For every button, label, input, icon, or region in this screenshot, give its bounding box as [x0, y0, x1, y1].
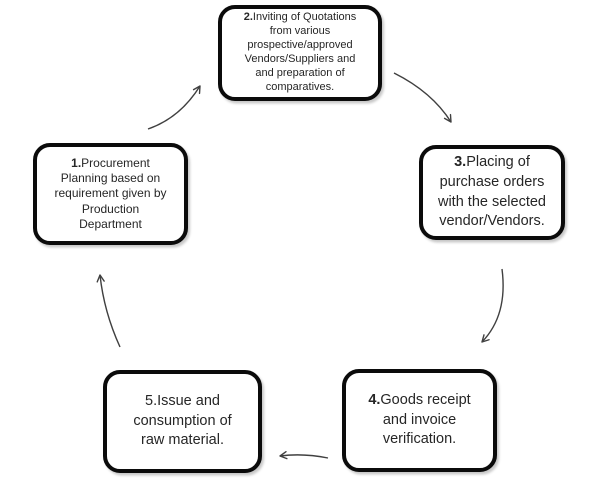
step-2-number: 2.	[243, 11, 253, 24]
step-1-box: 1.Procurement Planning based on requirem…	[33, 143, 188, 245]
step-4-text: Goods receipt and invoice verification.	[380, 392, 471, 448]
arrow-step4-to-step5	[279, 450, 329, 460]
step-4-box: 4.Goods receipt and invoice verification…	[342, 369, 497, 472]
step-3-box: 3.Placing of purchase orders with the se…	[419, 145, 565, 240]
step-5-text: Issue and consumption of raw material.	[133, 393, 232, 449]
arrow-step5-to-step1	[96, 274, 121, 348]
step-1-number: 1.	[71, 155, 82, 170]
step-3-text: Placing of purchase orders with the sele…	[437, 154, 546, 230]
step-3-label: 3.Placing of purchase orders with the se…	[434, 151, 550, 233]
step-2-label: 2.Inviting of Quotations from various pr…	[240, 9, 361, 96]
step-5-box: 5.Issue and consumption of raw material.	[103, 370, 262, 473]
step-4-label: 4.Goods receipt and invoice verification…	[364, 389, 474, 452]
step-5-label: 5.Issue and consumption of raw material.	[129, 390, 235, 453]
step-5-number: 5.	[145, 393, 158, 410]
step-1-label: 1.Procurement Planning based on requirem…	[50, 154, 170, 235]
step-1-text: Procurement Planning based on requiremen…	[54, 155, 167, 232]
step-3-number: 3.	[454, 154, 467, 171]
step-2-text: Inviting of Quotations from various pros…	[244, 11, 357, 93]
arrow-step1-to-step2	[147, 85, 201, 130]
step-2-box: 2.Inviting of Quotations from various pr…	[218, 5, 382, 101]
arrow-step2-to-step3	[393, 72, 452, 123]
arrow-step3-to-step4	[481, 268, 504, 343]
step-4-number: 4.	[368, 392, 381, 409]
